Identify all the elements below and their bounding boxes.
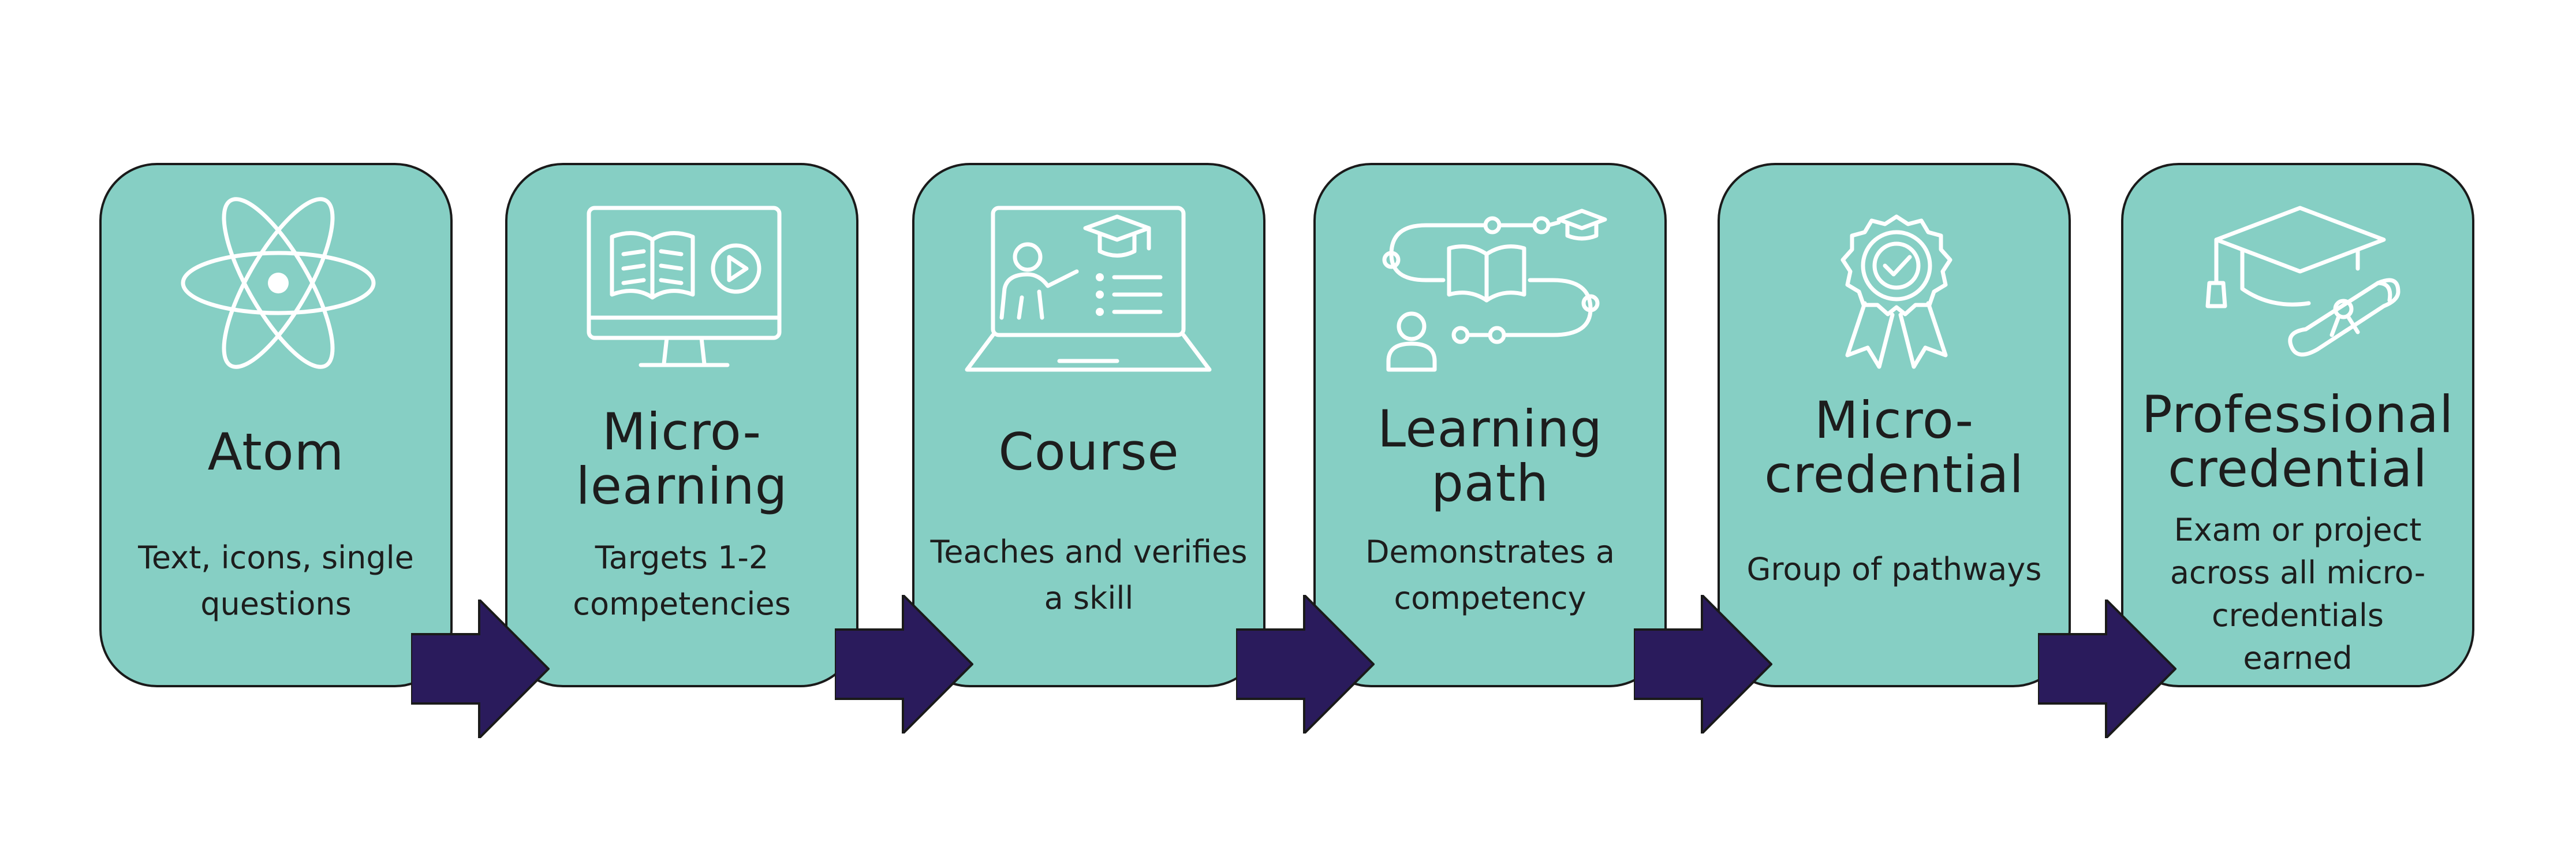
- step-card-micro-credential: Micro- credential Group of pathways: [1718, 163, 2071, 687]
- monitor-book-play-icon: [554, 196, 814, 387]
- step-title: Course: [998, 422, 1179, 482]
- step-title: Learning path: [1377, 399, 1603, 513]
- step-description: Teaches and verifies a skill: [930, 534, 1248, 616]
- step-description: Text, icons, single questions: [138, 539, 414, 622]
- step-title: Professional credential: [2141, 385, 2454, 498]
- step-card-learning-path: Learning path Demonstrates a competency: [1313, 163, 1667, 687]
- step-card-atom: Atom Text, icons, single questions: [99, 163, 453, 687]
- step-description: Targets 1-2 competencies: [573, 539, 791, 622]
- graduation-cap-diploma-icon: [2170, 196, 2430, 387]
- flow-arrow: [835, 595, 973, 734]
- flow-arrow: [1634, 595, 1772, 734]
- step-title: Micro- credential: [1764, 390, 2024, 504]
- step-card-course: Course Teaches and verifies a skill: [912, 163, 1265, 687]
- step-title: Micro- learning: [576, 402, 788, 516]
- learning-path-icon: [1362, 196, 1622, 387]
- step-card-micro-learning: Micro- learning Targets 1-2 competencies: [505, 163, 858, 687]
- flow-arrow: [411, 600, 550, 738]
- step-card-professional-credential: Professional credential Exam or project …: [2121, 163, 2474, 687]
- laptop-teacher-icon: [961, 196, 1221, 387]
- flow-arrow: [1236, 595, 1375, 734]
- step-description: Exam or project across all micro-credent…: [2170, 512, 2426, 676]
- badge-rosette-icon: [1767, 196, 2026, 387]
- flow-arrow: [2038, 600, 2176, 738]
- step-description: Demonstrates a competency: [1365, 534, 1615, 616]
- step-description: Group of pathways: [1746, 551, 2042, 587]
- atom-icon: [148, 196, 408, 387]
- step-title: Atom: [207, 422, 345, 482]
